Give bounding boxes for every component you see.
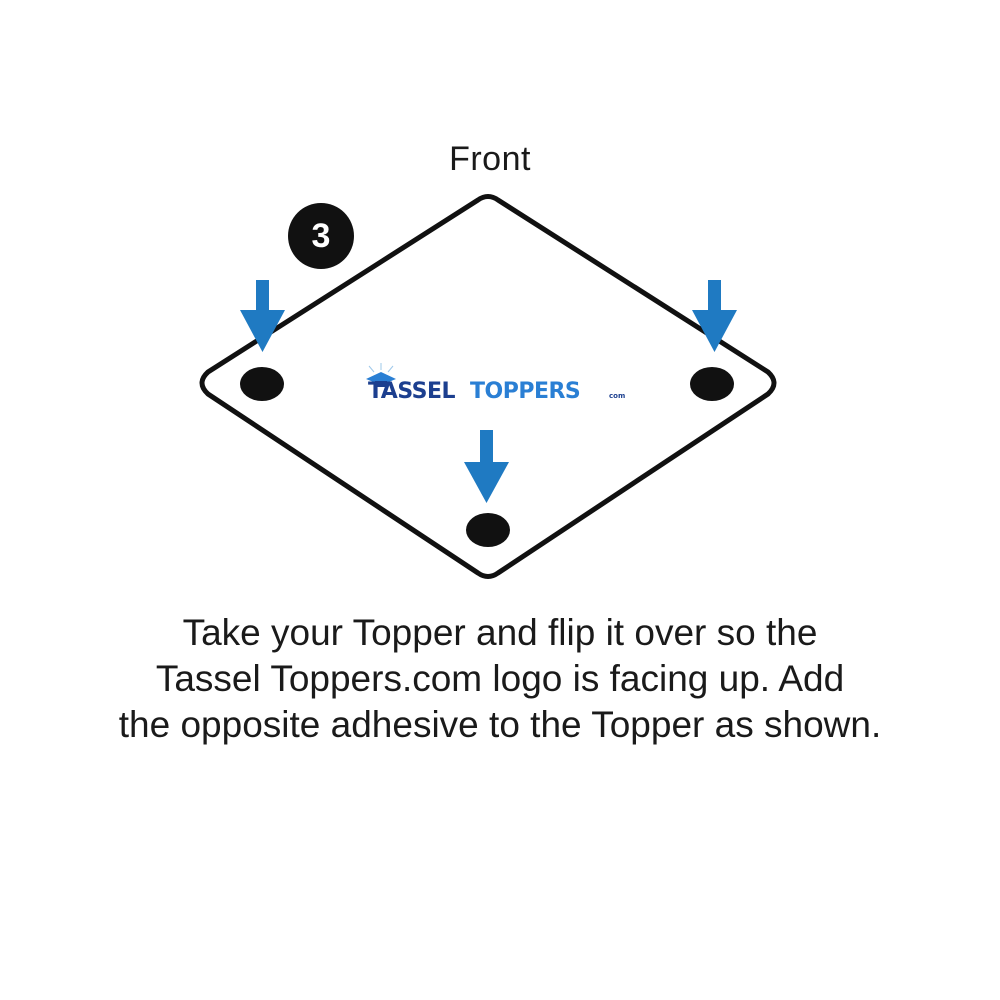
instruction-line: the opposite adhesive to the Topper as s… [118,704,882,745]
logo-text-part2: TOPPERS [470,379,580,404]
down-arrow-icon [240,280,285,352]
instruction-line: Take your Topper and flip it over so the [182,612,818,653]
adhesive-dot-icon [240,367,284,401]
step-number-badge: 3 [288,203,354,269]
graduation-cap-icon [366,363,396,387]
tassel-toppers-logo: TASSEL TOPPERS com [366,363,625,404]
instruction-line: Tassel Toppers.com logo is facing up. Ad… [155,658,845,699]
instructions-text: Take your Topper and flip it over so the… [80,610,920,748]
logo-text-suffix: com [609,392,625,400]
logo-text-part1: TASSEL [368,379,456,404]
front-label: Front [449,140,531,178]
down-arrow-icon [464,430,509,503]
down-arrow-icon [692,280,737,352]
adhesive-dot-icon [466,513,510,547]
adhesive-dot-icon [690,367,734,401]
topper-outline [199,194,777,579]
